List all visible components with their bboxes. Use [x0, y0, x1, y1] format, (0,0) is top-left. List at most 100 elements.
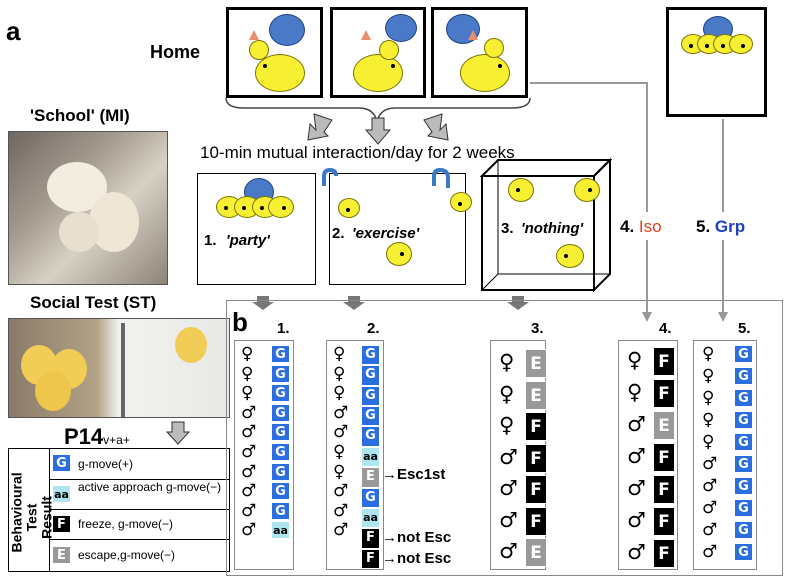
legend-axis-label: Behavioural Test Result — [8, 472, 55, 553]
result-tile: G — [734, 543, 753, 561]
sex-symbol: ♀ — [333, 363, 346, 384]
sex-symbol: ♂ — [241, 422, 257, 443]
annotation-esc1st: →Esc1st — [382, 466, 446, 483]
panel-b-box — [226, 300, 783, 576]
school-photo — [8, 131, 168, 285]
group-cage — [666, 7, 767, 117]
sex-symbol: ♂ — [333, 481, 349, 502]
sex-symbol: ♂ — [702, 476, 718, 496]
sex-symbol: ♀ — [499, 350, 515, 374]
sex-symbol: ♂ — [627, 508, 646, 532]
sex-symbol: ♀ — [333, 442, 346, 462]
result-column-number: 1. — [277, 320, 290, 337]
result-tile: F — [525, 506, 547, 536]
result-tile: G — [361, 345, 380, 366]
result-column-number: 5. — [738, 320, 751, 337]
sex-symbol: ♂ — [333, 422, 349, 443]
result-tile: G — [734, 389, 753, 407]
result-column-number: 2. — [367, 320, 380, 337]
sex-symbol: ♂ — [241, 402, 257, 423]
p14-main: P14 — [64, 424, 104, 449]
nothing-chick-1 — [508, 178, 534, 202]
legend-axis-label-1: Behavioural — [8, 472, 25, 553]
legend-row-e: E escape,g-move(−) — [50, 539, 230, 571]
panel-b-letter: b — [232, 307, 248, 337]
p14-label: P14v+a+ — [64, 424, 130, 450]
nothing-num: 3. — [501, 220, 514, 237]
legend-text-e: escape,g-move(−) — [78, 548, 176, 562]
sex-symbol: ♀ — [241, 344, 254, 364]
sex-symbol: ♀ — [333, 344, 346, 364]
party-box: 1. 'party' — [197, 173, 316, 285]
exercise-chick — [450, 192, 472, 212]
result-tile: F — [653, 475, 675, 504]
result-tile: G — [271, 462, 290, 481]
sex-symbol: ♂ — [241, 481, 257, 502]
party-num: 1. — [204, 232, 217, 249]
result-tile: E — [361, 467, 380, 488]
home-label: Home — [150, 42, 201, 62]
p14-sub: v+a+ — [103, 433, 130, 447]
result-tile: G — [734, 367, 753, 385]
result-tile: G — [271, 482, 290, 501]
result-tile: F — [361, 548, 380, 569]
annotation-not-esc-2: →not Esc — [382, 550, 452, 567]
nothing-name: 'nothing' — [521, 220, 584, 237]
result-tile: E — [525, 380, 547, 410]
sex-symbol: ♀ — [333, 383, 346, 404]
annotation-not-esc-1: →not Esc — [382, 529, 452, 546]
legend-tile-aa: aa — [52, 485, 71, 503]
sex-symbol: ♂ — [702, 498, 718, 518]
sex-symbol: ♂ — [241, 520, 257, 541]
legend-text-f: freeze, g-move(−) — [78, 517, 174, 531]
sex-symbol: ♀ — [702, 432, 715, 452]
legend-tile-e: E — [52, 546, 71, 564]
result-tile: G — [271, 384, 290, 403]
result-tile: G — [361, 406, 380, 427]
result-tile: G — [361, 487, 380, 508]
result-tile: G — [734, 477, 753, 495]
sex-symbol: ♀ — [241, 363, 254, 384]
sex-symbol: ♂ — [241, 500, 257, 521]
sex-symbol: ♀ — [333, 461, 346, 482]
sex-symbol: ♂ — [702, 454, 718, 474]
iso-name: Iso — [638, 217, 662, 236]
result-tile: F — [653, 347, 675, 376]
exercise-arrow-right — [432, 167, 450, 188]
nothing-chick-2 — [574, 178, 600, 202]
legend-text-g: g-move(+) — [78, 457, 134, 471]
legend-rows: G g-move(+) aa active approach g-move(−)… — [49, 449, 230, 571]
exercise-arrow-left — [322, 167, 338, 186]
sex-symbol: ♀ — [499, 413, 515, 437]
home-cage-3 — [431, 7, 528, 98]
sex-symbol: ♀ — [702, 344, 715, 364]
legend-text-aa: active approach g-move(−) — [78, 480, 222, 494]
exercise-name: 'exercise' — [352, 225, 420, 242]
result-tile: G — [271, 345, 290, 363]
sex-symbol: ♀ — [499, 381, 515, 406]
result-tile: F — [653, 507, 675, 536]
result-tile: G — [271, 501, 290, 520]
exercise-box: 2. 'exercise' — [329, 173, 466, 285]
iso-label: 4. Iso — [620, 217, 662, 237]
result-tile: aa — [361, 446, 380, 468]
sex-symbol: ♂ — [241, 461, 257, 482]
result-column-number: 3. — [531, 320, 544, 337]
p14-arrow — [166, 421, 190, 445]
sex-symbol: ♂ — [241, 442, 257, 462]
result-tile: G — [734, 521, 753, 539]
sex-symbol: ♀ — [241, 383, 254, 404]
nothing-chick-3 — [556, 244, 584, 268]
sex-symbol: ♂ — [627, 476, 646, 500]
legend-row-f: F freeze, g-move(−) — [50, 509, 230, 540]
result-tile: G — [734, 499, 753, 517]
result-tile: G — [361, 365, 380, 386]
result-tile: G — [361, 385, 380, 407]
sex-symbol: ♂ — [499, 476, 518, 500]
result-tile: E — [525, 349, 547, 378]
